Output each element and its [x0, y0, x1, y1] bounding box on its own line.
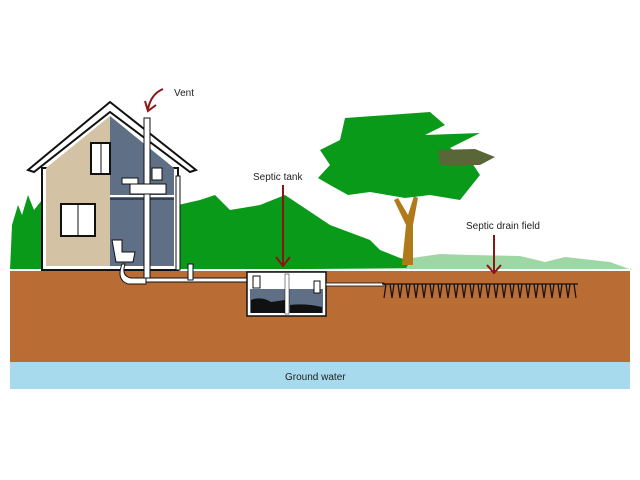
tree-canopy: [318, 112, 480, 200]
tree-trunk: [394, 196, 418, 265]
ground-water-label: Ground water: [285, 372, 346, 383]
drain-field-label: Septic drain field: [466, 221, 540, 232]
vent-label: Vent: [174, 88, 194, 99]
left-bush: [10, 195, 42, 270]
hill-behind-house: [178, 195, 440, 270]
vent-arrow: [147, 88, 164, 110]
septic-tank: [246, 271, 327, 317]
septic-tank-label: Septic tank: [253, 172, 303, 183]
light-field: [405, 254, 632, 270]
drain-pipe: [325, 282, 385, 287]
outlet-pipe: [145, 277, 251, 283]
cleanout-pipe: [187, 263, 194, 281]
drain-field-lines: [382, 283, 578, 299]
vent-pipe: [143, 117, 151, 281]
ground-water-layer: [10, 362, 630, 389]
house: [25, 100, 199, 285]
toilet: [111, 239, 136, 263]
drain-field-trench: [382, 283, 578, 299]
tree-shadow: [438, 149, 495, 165]
